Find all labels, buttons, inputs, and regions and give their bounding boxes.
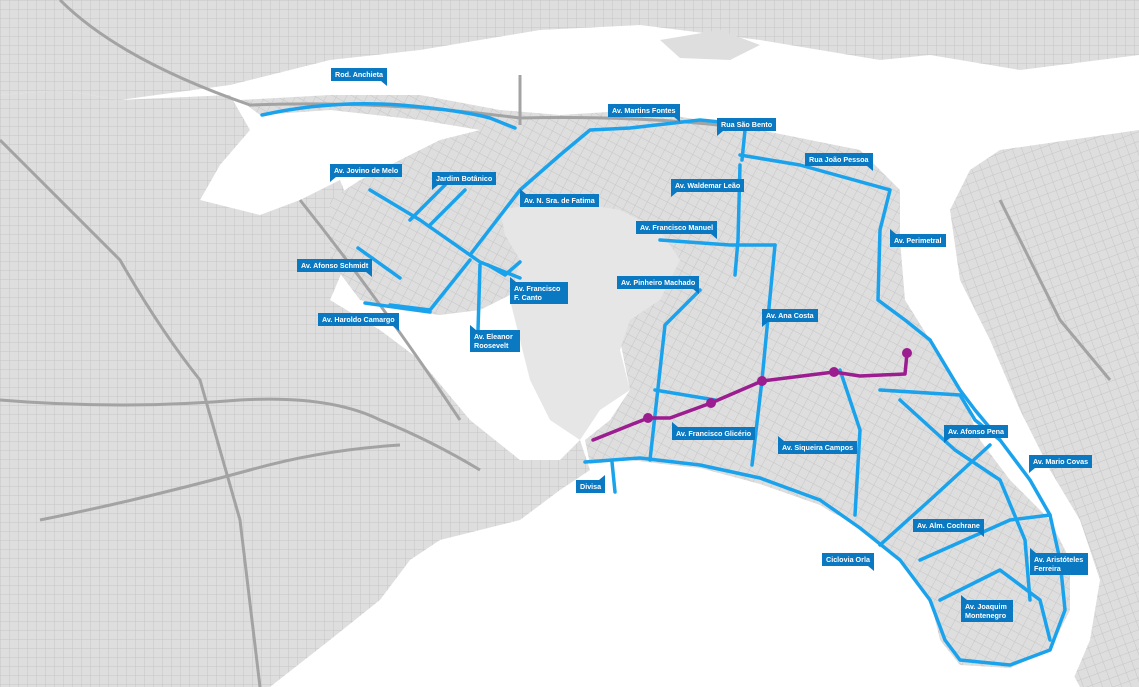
- lane-ffcanto: [486, 260, 522, 277]
- highways: [0, 0, 1112, 687]
- tram-line: [591, 348, 912, 442]
- bike-lanes: [260, 102, 1067, 667]
- water-south: [270, 462, 1080, 687]
- label-av-francisco-glicerio: Av. Francisco Glicério: [672, 422, 756, 440]
- label-rua-sao-bento: Rua São Bento: [717, 118, 777, 136]
- label-av-eleanor-roosevelt: Av. Eleanor Roosevelt: [470, 325, 520, 352]
- lane-siqueira: [838, 368, 862, 517]
- lane-haroldo: [363, 301, 432, 314]
- label-av-siqueira-campos: Av. Siqueira Campos: [778, 436, 858, 454]
- label-jardim-botanico: Jardim Botânico: [432, 172, 497, 190]
- label-ciclovia-orla: Ciclovia Orla: [822, 553, 874, 571]
- circle-marker-icon: [706, 398, 716, 408]
- label-av-n-sra-de-fatima: Av. N. Sra. de Fatima: [520, 189, 599, 207]
- label-av-martins-fontes: Av. Martins Fontes: [608, 104, 680, 122]
- lane-joao-pessoa: [738, 153, 932, 342]
- circle-marker-icon: [757, 376, 767, 386]
- lane-jardim-b: [428, 188, 467, 227]
- label-av-ana-costa: Av. Ana Costa: [762, 309, 818, 327]
- label-av-mario-covas: Av. Mario Covas: [1029, 455, 1093, 473]
- label-av-afonso-schmidt: Av. Afonso Schmidt: [297, 259, 373, 277]
- lane-aristoteles: [918, 513, 1052, 562]
- lane-jardim-a: [408, 183, 447, 222]
- lane-cochrane: [878, 443, 992, 547]
- label-rua-joao-pessoa: Rua João Pessoa: [805, 153, 873, 171]
- lane-fmanuel: [658, 238, 777, 247]
- lane-rod-anchieta: [260, 102, 517, 130]
- lane-joaquim: [938, 568, 1052, 642]
- label-divisa: Divisa: [576, 475, 606, 493]
- label-av-afonso-pena: Av. Afonso Pena: [944, 425, 1009, 443]
- land-east: [950, 130, 1139, 687]
- lane-afonso-schmidt: [356, 246, 402, 280]
- hill-park: [500, 200, 680, 440]
- label-av-alm-cochrane: Av. Alm. Cochrane: [913, 519, 984, 537]
- label-av-waldemar-leao: Av. Waldemar Leão: [671, 179, 745, 197]
- lane-pinheiro: [648, 288, 702, 462]
- lane-mario-covas: [898, 398, 1032, 602]
- label-av-perimetral: Av. Perimetral: [890, 229, 946, 247]
- label-av-francisco-f-canto: Av. Francisco F. Canto: [510, 277, 568, 304]
- lane-divisa: [610, 460, 617, 494]
- circle-marker-icon: [902, 348, 912, 358]
- label-av-haroldo-camargo: Av. Haroldo Camargo: [318, 313, 399, 331]
- land-west: [0, 90, 590, 687]
- land-north: [0, 0, 1139, 100]
- label-av-pinheiro-machado: Av. Pinheiro Machado: [617, 276, 700, 294]
- lane-orla: [583, 338, 1067, 667]
- label-av-jovino-de-melo: Av. Jovino de Melo: [330, 164, 403, 182]
- circle-marker-icon: [829, 367, 839, 377]
- label-av-aristoteles-ferreira: Av. Aristóteles Ferreira: [1030, 548, 1088, 575]
- circle-marker-icon: [643, 413, 653, 423]
- bay-water: [225, 130, 330, 190]
- lane-jovino: [368, 188, 522, 280]
- label-rod-anchieta: Rod. Anchieta: [331, 68, 388, 86]
- island-small: [660, 30, 760, 60]
- lane-glicerio: [653, 388, 717, 402]
- lane-eleanor: [476, 263, 482, 332]
- label-av-joaquim-montenegro: Av. Joaquim Montenegro: [961, 595, 1013, 622]
- label-av-francisco-manuel: Av. Francisco Manuel: [636, 221, 718, 239]
